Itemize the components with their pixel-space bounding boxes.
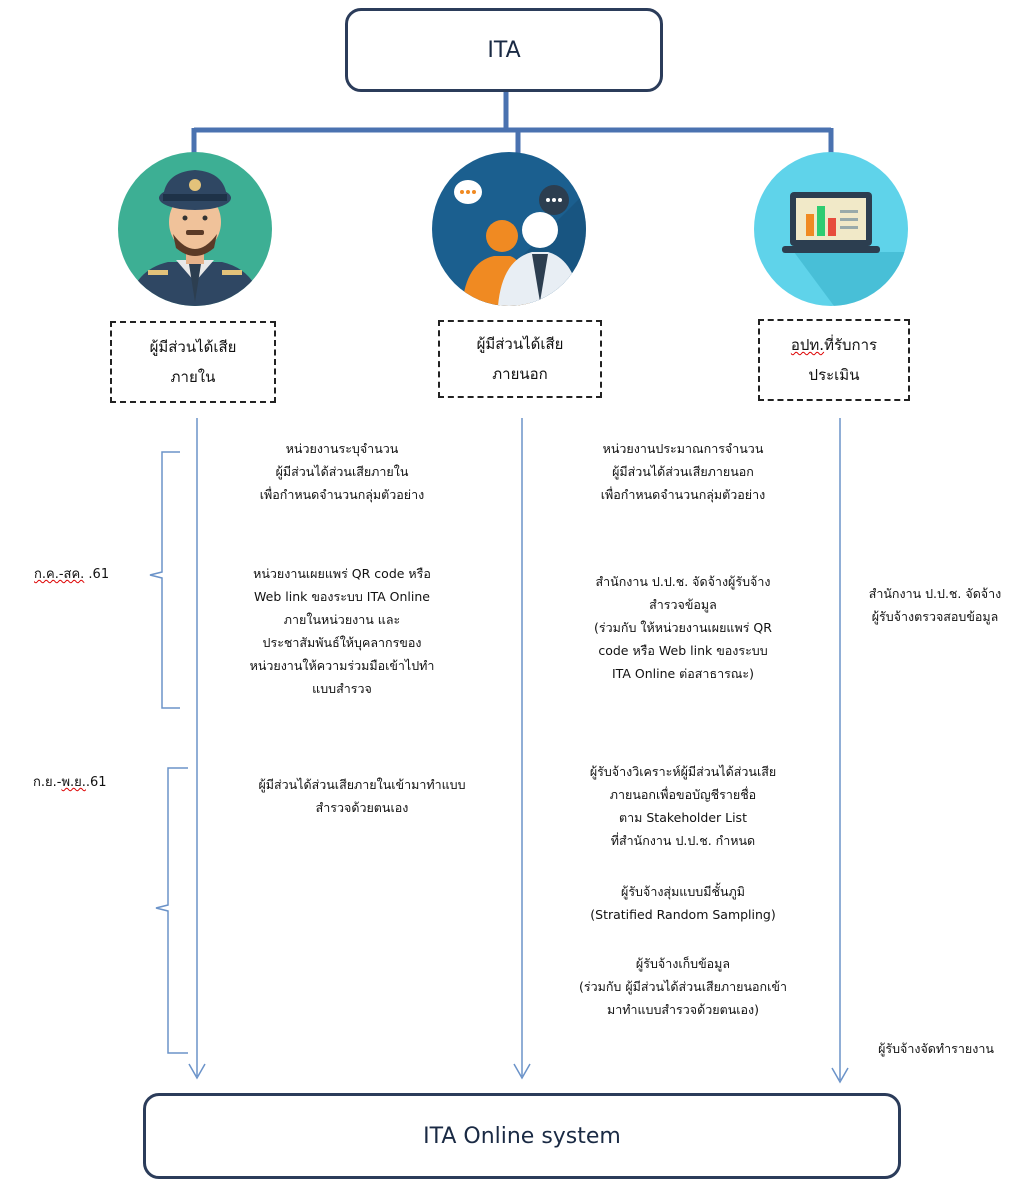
laptop-chart-icon xyxy=(754,152,908,306)
text-line: ผู้มีส่วนได้ส่วนเสียภายนอก xyxy=(612,464,754,479)
text-line: สำรวจด้วยตนเอง xyxy=(315,800,409,815)
text-line: หน่วยงานให้ความร่วมมือเข้าไปทำ xyxy=(249,658,435,673)
agency-step-1: สำนักงาน ป.ป.ช. จัดจ้าง ผู้รับจ้างตรวจสอ… xyxy=(850,582,1020,628)
group-internal-label-line2: ภายใน xyxy=(170,368,216,386)
ita-box: ITA xyxy=(345,8,663,92)
group-agency-label-rest: ที่รับการ xyxy=(824,336,878,354)
ita-box-label: ITA xyxy=(487,37,521,63)
text-line: ที่สำนักงาน ป.ป.ช. กำหนด xyxy=(610,833,756,848)
text-line: ผู้รับจ้างวิเคราะห์ผู้มีส่วนได้ส่วนเสีย xyxy=(589,764,777,779)
text-line: (ร่วมกับ ให้หน่วยงานเผยแพร่ QR xyxy=(594,620,772,635)
text-line: ผู้มีส่วนได้ส่วนเสียภายในเข้ามาทำแบบ xyxy=(258,777,466,792)
group-internal-stakeholders: ผู้มีส่วนได้เสีย ภายใน xyxy=(110,321,276,403)
group-agency-label-abbr: อปท. xyxy=(790,336,825,354)
text-line: (ร่วมกับ ผู้มีส่วนได้ส่วนเสียภายนอกเข้า xyxy=(579,979,787,994)
group-external-label-line1: ผู้มีส่วนได้เสีย xyxy=(476,335,564,353)
period-label-1: ก.ค.-สค. .61 xyxy=(34,563,109,584)
group-external-label-line2: ภายนอก xyxy=(492,365,548,383)
period-2-prefix: ก.ย.- xyxy=(33,775,62,790)
text-line: หน่วยงานเผยแพร่ QR code หรือ xyxy=(253,566,431,581)
text-line: สำนักงาน ป.ป.ช. จัดจ้าง xyxy=(868,586,1002,601)
period-1-underlined: ก.ค.-สค. xyxy=(34,567,85,582)
period-label-2: ก.ย.-พ.ย..61 xyxy=(33,771,107,792)
external-step-3: ผู้รับจ้างวิเคราะห์ผู้มีส่วนได้ส่วนเสีย … xyxy=(548,760,818,852)
text-line: แบบสำรวจ xyxy=(312,681,372,696)
people-chat-icon xyxy=(432,152,586,306)
text-line: สำนักงาน ป.ป.ช. จัดจ้างผู้รับจ้าง xyxy=(595,574,771,589)
period-1-rest: .61 xyxy=(84,567,110,582)
text-line: เพื่อกำหนดจำนวนกลุ่มตัวอย่าง xyxy=(259,487,425,502)
text-line: ภายในหน่วยงาน และ xyxy=(283,612,401,627)
text-line: ผู้รับจ้างเก็บข้อมูล xyxy=(635,956,731,971)
ita-online-system-label: ITA Online system xyxy=(423,1123,621,1149)
period-2-rest: .61 xyxy=(85,775,107,790)
text-line: สำรวจข้อมูล xyxy=(649,597,717,612)
ita-online-system-box: ITA Online system xyxy=(143,1093,901,1179)
external-step-5: ผู้รับจ้างเก็บข้อมูล (ร่วมกับ ผู้มีส่วนไ… xyxy=(548,952,818,1021)
text-line: ผู้มีส่วนได้ส่วนเสียภายใน xyxy=(275,464,409,479)
external-step-4: ผู้รับจ้างสุ่มแบบมีชั้นภูมิ (Stratified … xyxy=(548,880,818,926)
group-agency-label-line2: ประเมิน xyxy=(808,366,860,384)
text-line: ตาม Stakeholder List xyxy=(619,810,747,825)
officer-icon xyxy=(118,152,272,306)
group-internal-label-line1: ผู้มีส่วนได้เสีย xyxy=(149,338,237,356)
text-line: มาทำแบบสำรวจด้วยตนเอง) xyxy=(606,1002,760,1017)
text-line: ITA Online ต่อสาธารณะ) xyxy=(612,666,754,681)
text-line: ผู้รับจ้างตรวจสอบข้อมูล xyxy=(871,609,999,624)
period-2-underlined: พ.ย. xyxy=(61,775,86,790)
text-line: หน่วยงานประมาณการจำนวน xyxy=(602,441,764,456)
group-evaluated-agency: อปท.ที่รับการ ประเมิน xyxy=(758,319,910,401)
external-step-2: สำนักงาน ป.ป.ช. จัดจ้างผู้รับจ้าง สำรวจข… xyxy=(548,570,818,685)
text-line: ภายนอกเพื่อขอบัญชีรายชื่อ xyxy=(609,787,757,802)
text-line: หน่วยงานระบุจำนวน xyxy=(285,441,399,456)
text-line: ผู้รับจ้างจัดทำรายงาน xyxy=(878,1041,994,1056)
text-line: ผู้รับจ้างสุ่มแบบมีชั้นภูมิ xyxy=(621,884,745,899)
text-line: เพื่อกำหนดจำนวนกลุ่มตัวอย่าง xyxy=(600,487,766,502)
external-step-1: หน่วยงานประมาณการจำนวน ผู้มีส่วนได้ส่วนเ… xyxy=(548,437,818,506)
text-line: (Stratified Random Sampling) xyxy=(590,907,776,922)
agency-step-2: ผู้รับจ้างจัดทำรายงาน xyxy=(856,1037,1016,1060)
group-agency-label-line1: อปท.ที่รับการ xyxy=(791,330,877,360)
internal-step-2: หน่วยงานเผยแพร่ QR code หรือ Web link ขอ… xyxy=(212,562,472,700)
text-line: ประชาสัมพันธ์ให้บุคลากรของ xyxy=(262,635,422,650)
text-line: Web link ของระบบ ITA Online xyxy=(254,589,430,604)
group-external-stakeholders: ผู้มีส่วนได้เสีย ภายนอก xyxy=(438,320,602,398)
internal-step-3: ผู้มีส่วนได้ส่วนเสียภายในเข้ามาทำแบบ สำร… xyxy=(212,773,512,819)
text-line: code หรือ Web link ของระบบ xyxy=(598,643,768,658)
internal-step-1: หน่วยงานระบุจำนวน ผู้มีส่วนได้ส่วนเสียภา… xyxy=(212,437,472,506)
